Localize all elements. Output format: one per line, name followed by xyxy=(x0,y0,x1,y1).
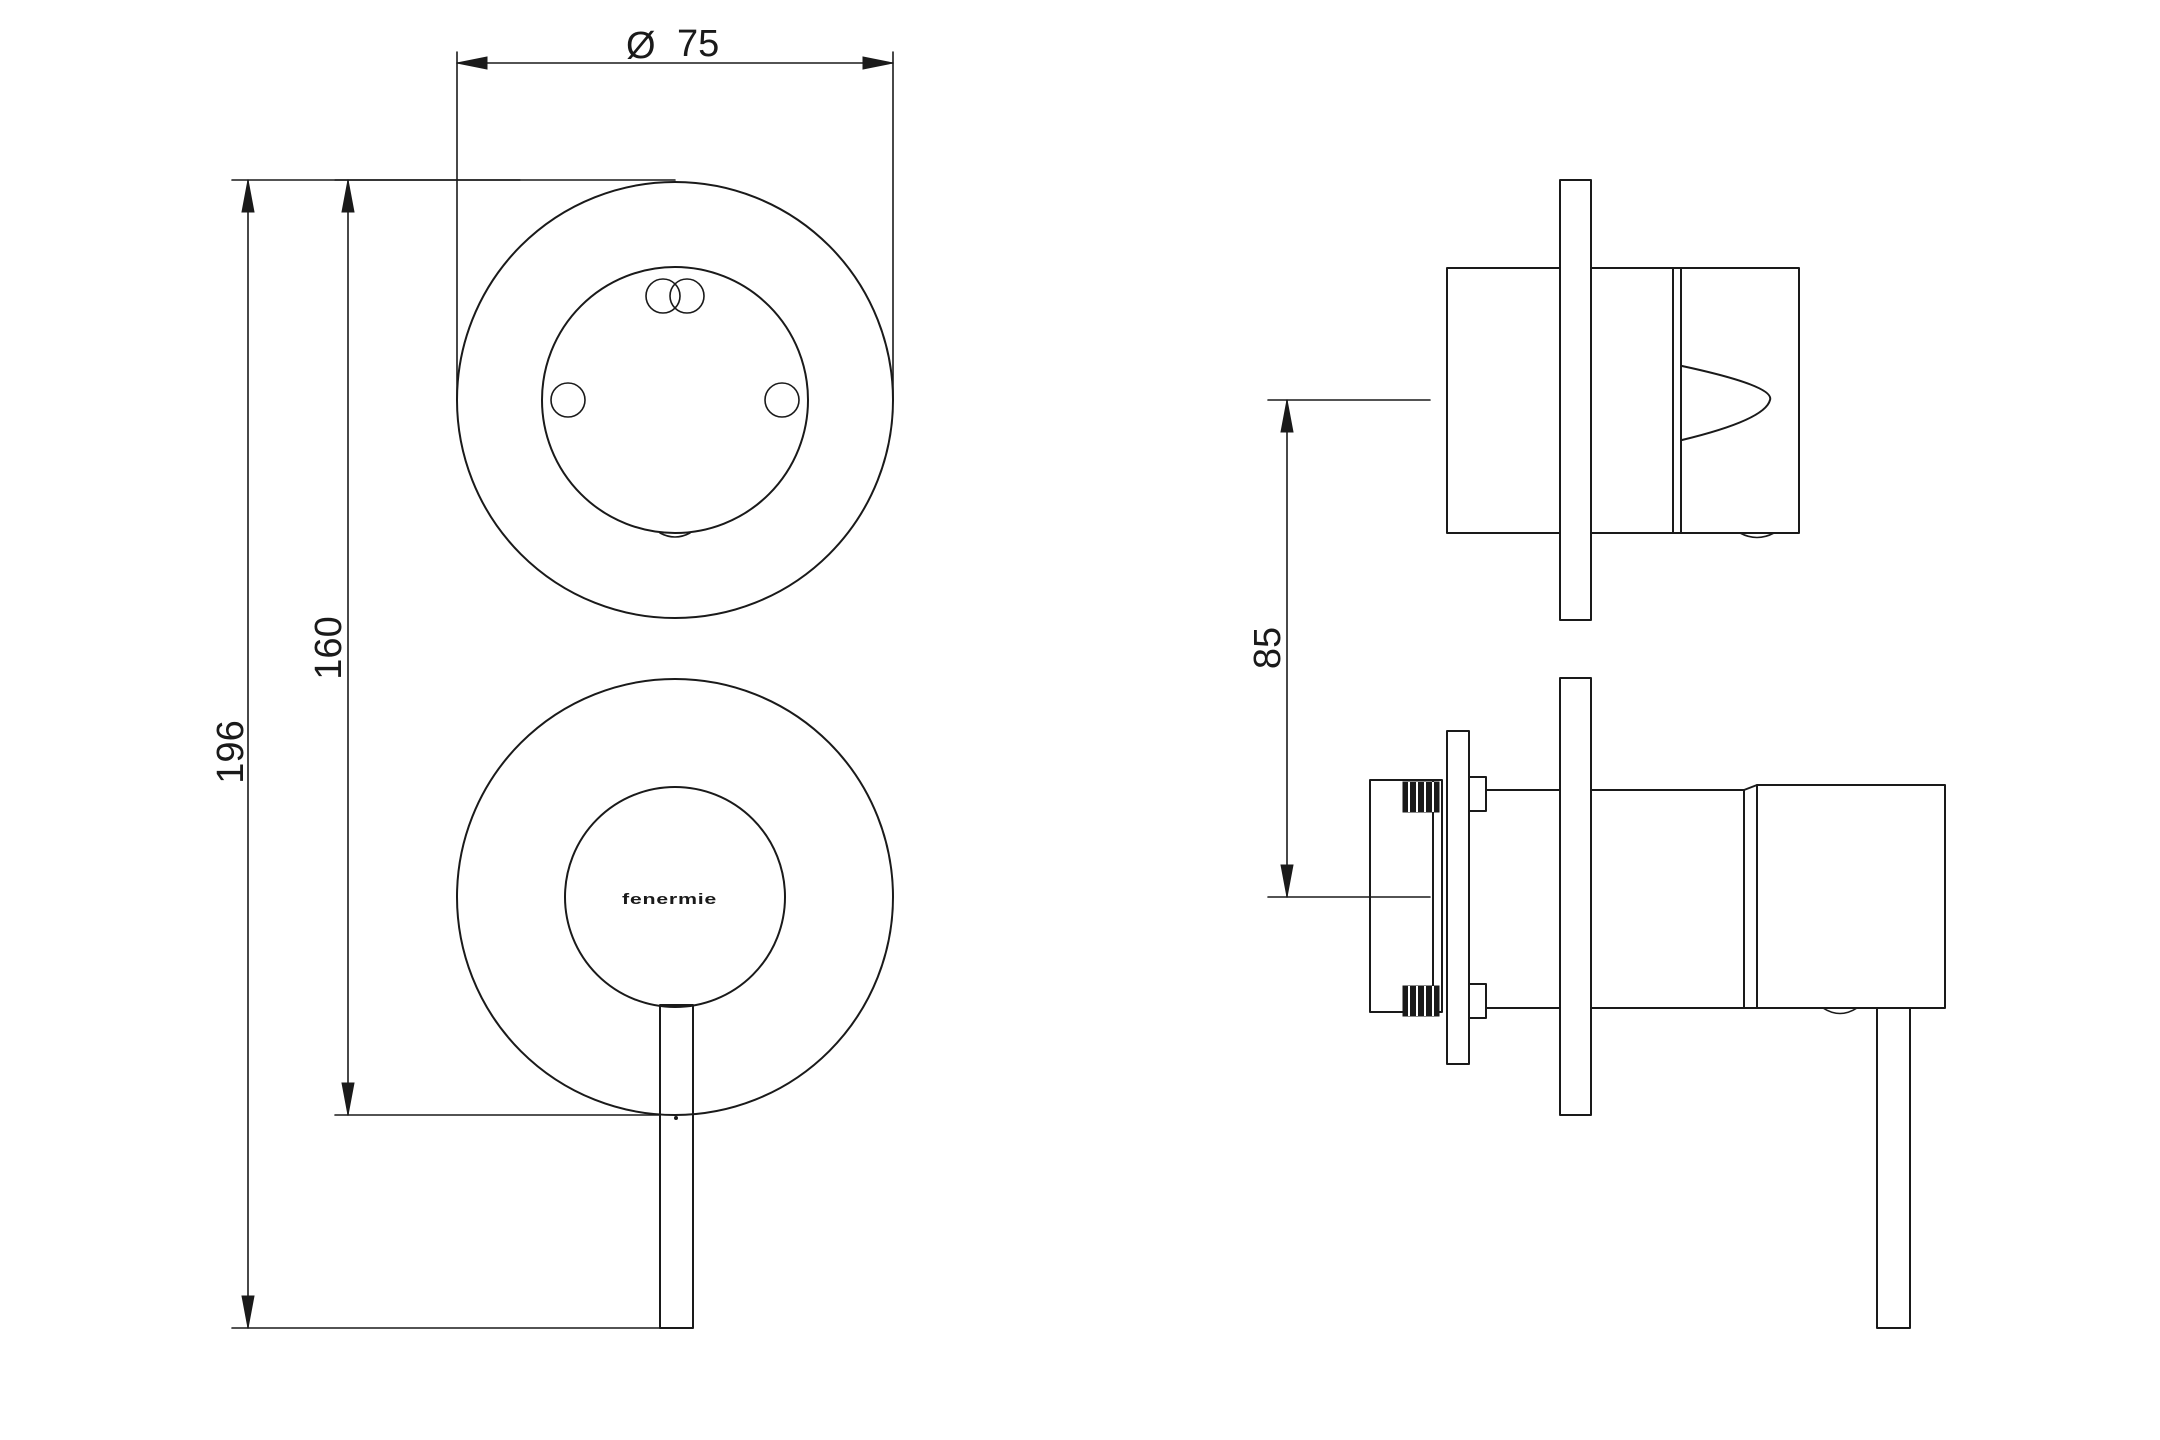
threaded-stud-bottom xyxy=(1402,985,1440,1017)
upper-side-unit xyxy=(1446,179,1800,621)
upper-sleeve xyxy=(1590,267,1674,534)
upper-wall-plate xyxy=(1559,179,1592,621)
diameter-value: 75 xyxy=(677,23,719,65)
indicator-ring-left xyxy=(645,278,681,314)
mounting-bracket xyxy=(1369,779,1443,1013)
upper-body xyxy=(1446,267,1561,534)
arrowhead-85-top xyxy=(1280,399,1294,433)
lower-escutcheon xyxy=(456,678,894,1116)
lower-wall-plate xyxy=(1559,677,1592,1116)
arrowhead-160-top xyxy=(341,179,355,213)
lower-side-unit xyxy=(1369,677,1946,1329)
screw-hole-left xyxy=(550,382,586,418)
lower-knob-gap-top xyxy=(1743,784,1758,791)
arrowhead-left xyxy=(456,56,488,70)
lower-rosette: fenermie xyxy=(456,678,894,1329)
depth-dimension: 85 xyxy=(1247,399,1431,898)
arrowhead-160-bottom xyxy=(341,1082,355,1116)
lower-knob xyxy=(564,786,786,1008)
indicator-ring-right xyxy=(669,278,705,314)
arrowhead-right xyxy=(862,56,894,70)
screw-head-top xyxy=(1468,776,1487,812)
overall-height-dimension: 196 xyxy=(210,179,661,1329)
indicator-notch xyxy=(1681,365,1772,441)
upper-knob-nub xyxy=(659,532,691,538)
lower-knob-side xyxy=(1756,784,1946,1009)
threaded-stud-top xyxy=(1402,781,1440,813)
lower-knob-nub-side xyxy=(1822,1007,1858,1015)
screw-hole-right xyxy=(764,382,800,418)
upper-escutcheon xyxy=(456,181,894,619)
mounting-flange xyxy=(1446,730,1470,1065)
upper-knob xyxy=(541,266,809,534)
brand-logo: fenermie xyxy=(622,891,717,908)
front-view: fenermie Ø 75 196 xyxy=(210,23,894,1329)
lower-sleeve xyxy=(1590,789,1745,1009)
centers-height-label: 160 xyxy=(308,616,350,679)
centers-dimension: 160 xyxy=(308,179,676,1116)
overall-height-label: 196 xyxy=(210,720,252,783)
upper-rosette xyxy=(456,181,894,619)
arrowhead-196-bottom xyxy=(241,1295,255,1329)
arrowhead-196-top xyxy=(241,179,255,213)
upper-knob-side xyxy=(1680,267,1800,534)
lever-pivot-dot xyxy=(674,1116,678,1120)
side-view: 85 xyxy=(1247,179,1946,1329)
diameter-symbol: Ø xyxy=(626,25,656,67)
screw-head-bottom xyxy=(1468,983,1487,1019)
arrowhead-85-bottom xyxy=(1280,864,1294,898)
lever-handle xyxy=(659,1004,694,1329)
diameter-dimension: Ø 75 xyxy=(456,23,894,401)
depth-offset-label: 85 xyxy=(1247,627,1289,669)
upper-knob-nub-side xyxy=(1739,532,1775,539)
lever-handle-side xyxy=(1876,1007,1911,1329)
